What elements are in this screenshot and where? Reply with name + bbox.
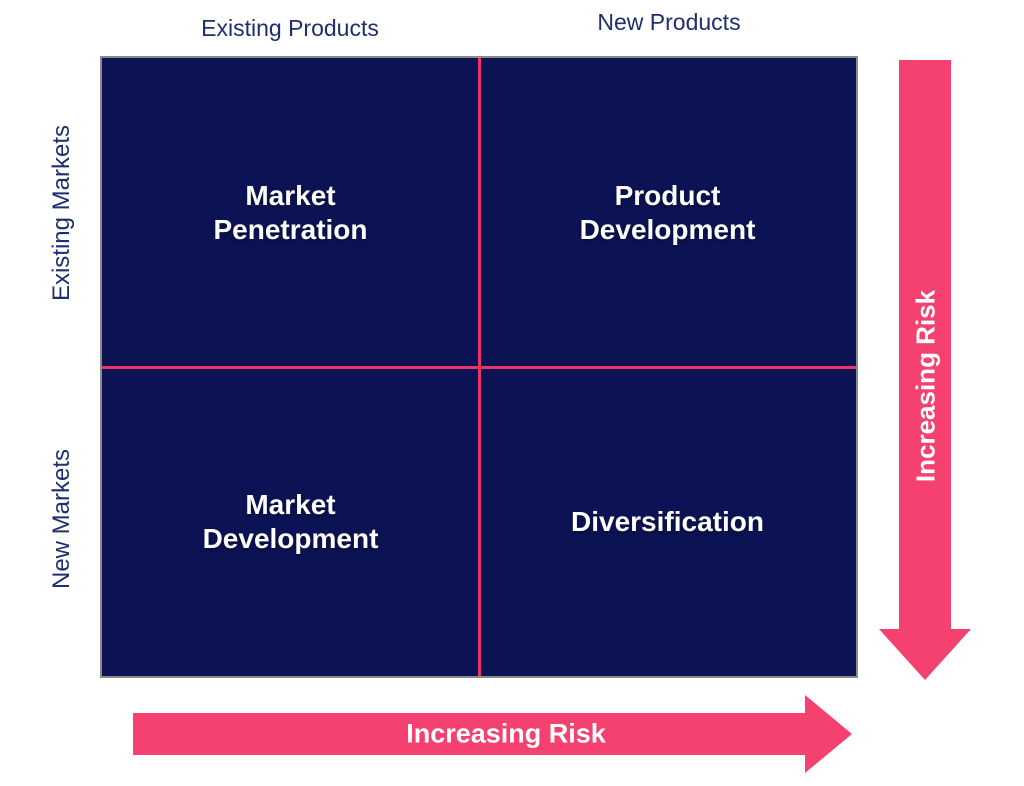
- increasing-risk-horizontal-arrow-bar: [133, 713, 805, 755]
- quadrant-diversification: Diversification: [571, 505, 764, 537]
- quadrant-product-development: Product Development: [579, 179, 756, 245]
- left-axis-label-new-markets: New Markets: [48, 448, 75, 590]
- right-arrowhead-icon: [805, 695, 852, 773]
- increasing-risk-vertical-label: Increasing Risk: [910, 289, 941, 483]
- increasing-risk-horizontal-label: Increasing Risk: [406, 718, 606, 749]
- left-axis-label-existing-markets: Existing Markets: [48, 124, 75, 302]
- top-axis-label-new-products: New Products: [597, 9, 741, 35]
- matrix-grid: Market Penetration Product Development M…: [100, 56, 858, 678]
- top-axis-label-existing-products: Existing Products: [201, 15, 379, 41]
- quadrant-market-penetration: Market Penetration: [213, 179, 368, 245]
- down-arrowhead-icon: [879, 629, 971, 680]
- increasing-risk-vertical-arrow-bar: [899, 60, 951, 629]
- horizontal-divider-line: [102, 365, 856, 369]
- quadrant-market-development: Market Development: [202, 488, 379, 554]
